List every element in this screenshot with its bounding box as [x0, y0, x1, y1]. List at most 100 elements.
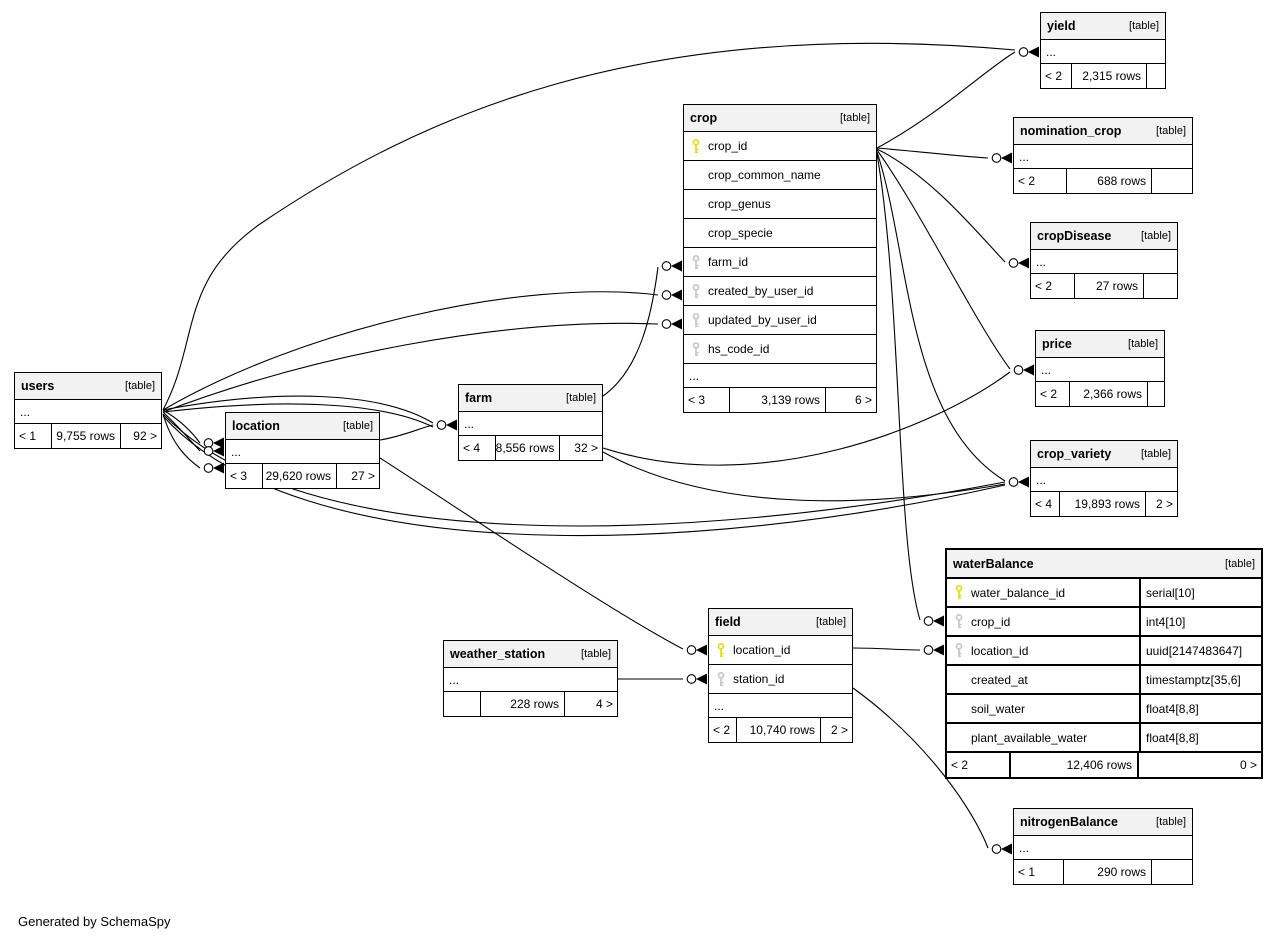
column-name-box: crop_id	[684, 132, 876, 160]
foreign-key-icon	[692, 341, 700, 356]
columns-ellipsis-row: ...	[1036, 358, 1164, 382]
footer-row-count: 2,315 rows	[1071, 64, 1147, 88]
fk-endpoint-marker-users-farm-1	[436, 419, 457, 431]
edge-crop-cropDisease	[876, 148, 1006, 263]
column-name: station_id	[733, 672, 785, 686]
table-header: crop_variety[table]	[1031, 441, 1177, 468]
footer-row-count: 228 rows	[480, 692, 565, 716]
footer-parent-count: < 2	[1040, 387, 1058, 401]
footer-parent-count: < 2	[1018, 174, 1036, 188]
footer-row-count: 2,366 rows	[1069, 382, 1148, 406]
table-name[interactable]: yield	[1047, 19, 1076, 33]
column-name: farm_id	[708, 255, 749, 269]
table-footer: < 2 688 rows	[1014, 169, 1192, 193]
table-name[interactable]: farm	[465, 391, 493, 405]
ellipsis-text: ...	[1019, 840, 1030, 855]
table-name[interactable]: nitrogenBalance	[1020, 815, 1118, 829]
column-type: float4[8,8]	[1139, 695, 1199, 722]
footer-parent-count: < 1	[19, 429, 37, 443]
column-name-box: crop_id	[947, 608, 1139, 635]
column-row: crop_id	[684, 132, 876, 161]
column-name: water_balance_id	[971, 585, 1066, 600]
column-name-box: water_balance_id	[947, 579, 1139, 606]
table-type-tag: [table]	[1129, 20, 1159, 32]
column-row: crop_genus	[684, 190, 876, 219]
footer-parent-count: < 3	[230, 469, 248, 483]
column-name: crop_id	[708, 139, 748, 153]
columns-ellipsis-row: ...	[1014, 145, 1192, 169]
footer-child-count: 2 >	[830, 723, 848, 737]
footer-row-count: 9,755 rows	[51, 424, 121, 448]
columns-ellipsis-row: ...	[1014, 836, 1192, 860]
column-type: float4[8,8]	[1139, 724, 1199, 751]
table-name[interactable]: weather_station	[450, 647, 546, 661]
table-name[interactable]: crop	[690, 111, 718, 125]
edge-users-farm-2	[162, 403, 434, 428]
footer-parent-count: < 4	[463, 441, 481, 455]
foreign-key-icon	[955, 614, 963, 629]
ellipsis-text: ...	[464, 416, 475, 431]
footer-row-count: 27 rows	[1074, 274, 1144, 298]
fk-endpoint-marker-crop-waterBalance-crop_id	[923, 615, 944, 627]
table-type-tag: [table]	[840, 112, 870, 124]
primary-key-icon	[717, 642, 725, 657]
footer-child-count: 27 >	[351, 469, 375, 483]
table-name[interactable]: cropDisease	[1037, 229, 1112, 243]
footer-child-count: 0 >	[1239, 758, 1257, 772]
key-icon-cell	[684, 341, 708, 357]
table-name[interactable]: field	[715, 615, 741, 629]
column-row: farm_id	[684, 248, 876, 277]
ellipsis-text: ...	[20, 404, 31, 419]
table-name[interactable]: nomination_crop	[1020, 124, 1122, 138]
footer-parent-count: < 3	[688, 393, 706, 407]
table-name[interactable]: location	[232, 419, 280, 433]
key-icon-cell	[947, 585, 971, 600]
column-row: updated_by_user_id	[684, 306, 876, 335]
edge-crop-waterBalance-crop_id	[876, 153, 921, 621]
table-name[interactable]: price	[1042, 337, 1072, 351]
edge-field-nitrogenBalance	[852, 687, 989, 849]
table-header: price[table]	[1036, 331, 1164, 358]
primary-key-icon	[955, 585, 963, 600]
table-type-tag: [table]	[1141, 230, 1171, 242]
footer-child-count	[1152, 860, 1192, 884]
columns-ellipsis-row: ...	[444, 668, 617, 692]
column-name-box: plant_available_water	[947, 724, 1139, 751]
column-name-box: crop_genus	[684, 190, 876, 218]
table-price: price[table]... < 2 2,366 rows	[1035, 330, 1165, 407]
table-header: nitrogenBalance[table]	[1014, 809, 1192, 836]
table-type-tag: [table]	[566, 392, 596, 404]
edge-users-crop-updated_by	[162, 322, 659, 413]
table-name[interactable]: users	[21, 379, 55, 393]
footer-row-count: 10,740 rows	[736, 718, 821, 742]
key-icon-cell	[684, 312, 708, 328]
columns-ellipsis-row: ...	[226, 440, 379, 464]
foreign-key-icon	[717, 671, 725, 686]
fk-endpoint-marker-field-nitrogenBalance	[991, 843, 1012, 855]
footer-row-count: 688 rows	[1066, 169, 1152, 193]
fk-endpoint-marker-crop-cropDisease	[1008, 257, 1029, 269]
fk-endpoint-marker-users-location-2	[203, 445, 224, 457]
columns-ellipsis-row: ...	[1031, 250, 1177, 274]
column-name: plant_available_water	[971, 730, 1088, 745]
footer-parent-count: < 1	[1018, 865, 1036, 879]
column-name-box: station_id	[709, 665, 852, 693]
table-name[interactable]: crop_variety	[1037, 447, 1112, 461]
table-name[interactable]: waterBalance	[953, 556, 1034, 571]
column-row: crop_common_name	[684, 161, 876, 190]
fk-endpoint-marker-users-crop-updated_by	[661, 318, 682, 330]
table-header: waterBalance[table]	[947, 550, 1261, 579]
footer-child-count	[1144, 274, 1177, 298]
